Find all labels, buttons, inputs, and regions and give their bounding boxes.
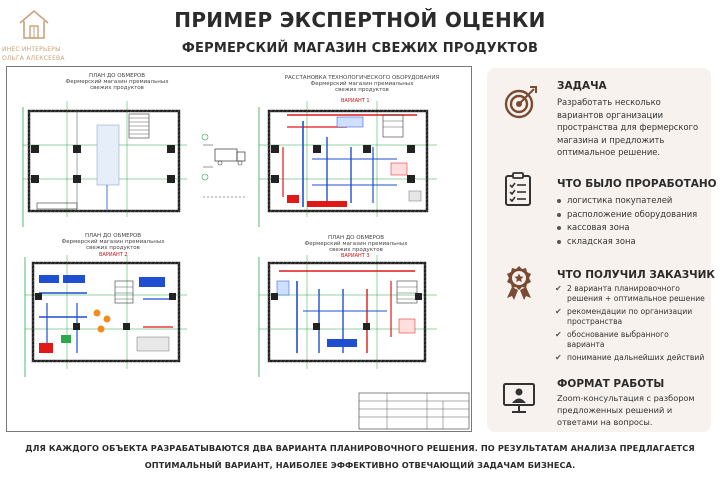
plan-1-caption: ПЛАН ДО ОБМЕРОВ Фермерский магазин преми… <box>65 73 169 91</box>
list-item: логистика покупателей <box>555 194 705 208</box>
medal-icon <box>507 266 531 300</box>
plan-4-variant-tag: ВАРИАНТ 3 <box>341 253 370 259</box>
plan-4-caption: ПЛАН ДО ОБМЕРОВ Фермерский магазин преми… <box>304 235 408 253</box>
list-item: ✔2 варианта планировочного решения + опт… <box>555 284 705 303</box>
brand-logo: ИНЕС ИНТЕРЬЕРЫ ОЛЬГА АЛЕКСЕЕВА <box>2 6 70 68</box>
check-icon: ✔ <box>555 307 562 316</box>
target-icon <box>504 86 537 119</box>
check-icon: ✔ <box>555 284 562 293</box>
floor-plans-sheet: ПЛАН ДО ОБМЕРОВ Фермерский магазин преми… <box>6 66 472 432</box>
house-logo-icon <box>19 9 49 39</box>
footer-line-1: ДЛЯ КАЖДОГО ОБЪЕКТА РАЗРАБАТЫВАЮТСЯ ДВА … <box>25 443 695 453</box>
received-list: ✔2 варианта планировочного решения + опт… <box>555 284 707 366</box>
list-item: складская зона <box>555 235 705 249</box>
received-title: ЧТО ПОЛУЧИЛ ЗАКАЗЧИК <box>557 269 716 281</box>
worked-list: логистика покупателей расположение обору… <box>555 194 705 248</box>
delivery-truck-sketch <box>201 133 247 198</box>
brand-author: ОЛЬГА АЛЕКСЕЕВА <box>2 55 65 62</box>
plan-3-variant-2 <box>24 255 187 377</box>
monitor-person-icon <box>503 383 535 413</box>
info-panel: ЗАДАЧА Разработать несколько вариантов о… <box>487 68 717 432</box>
check-icon: ✔ <box>555 330 562 339</box>
plan-4-variant-3 <box>258 255 437 377</box>
plan-1-measurement <box>22 101 187 227</box>
worked-title: ЧТО БЫЛО ПРОРАБОТАНО <box>557 178 717 190</box>
list-item: ✔понимание дальнейших действий <box>555 353 705 362</box>
format-text: Zoom-консультация с разбором предложенны… <box>557 393 695 427</box>
footer-line-2: ОПТИМАЛЬНЫЙ ВАРИАНТ, НАИБОЛЕЕ ЭФФЕКТИВНО… <box>144 460 576 470</box>
task-title: ЗАДАЧА <box>557 80 607 92</box>
drawing-title-block <box>358 392 470 430</box>
format-title: ФОРМАТ РАБОТЫ <box>557 378 665 390</box>
task-text: Разработать несколько вариантов организа… <box>557 97 699 157</box>
list-item: ✔рекомендации по организации пространств… <box>555 307 693 326</box>
plan-3-variant-tag: ВАРИАНТ 2 <box>99 252 128 258</box>
list-item: ✔обоснование выбранного варианта <box>555 330 669 349</box>
list-item: расположение оборудования <box>555 208 705 222</box>
page-subtitle: ФЕРМЕРСКИЙ МАГАЗИН СВЕЖИХ ПРОДУКТОВ <box>181 41 539 56</box>
plan-2-caption: РАССТАНОВКА ТЕХНОЛОГИЧЕСКОГО ОБОРУДОВАНИ… <box>284 75 440 93</box>
plan-2-variant-1 <box>258 101 437 227</box>
page-title: ПРИМЕР ЭКСПЕРТНОЙ ОЦЕНКИ <box>174 8 546 32</box>
list-item: кассовая зона <box>555 221 705 235</box>
floor-plans-drawing <box>22 101 470 430</box>
plan-3-caption: ПЛАН ДО ОБМЕРОВ Фермерский магазин преми… <box>61 233 165 251</box>
plan-2-variant-tag: ВАРИАНТ 1 <box>341 98 370 104</box>
check-icon: ✔ <box>555 353 562 362</box>
checklist-icon <box>505 172 531 206</box>
brand-name: ИНЕС ИНТЕРЬЕРЫ <box>2 46 61 53</box>
